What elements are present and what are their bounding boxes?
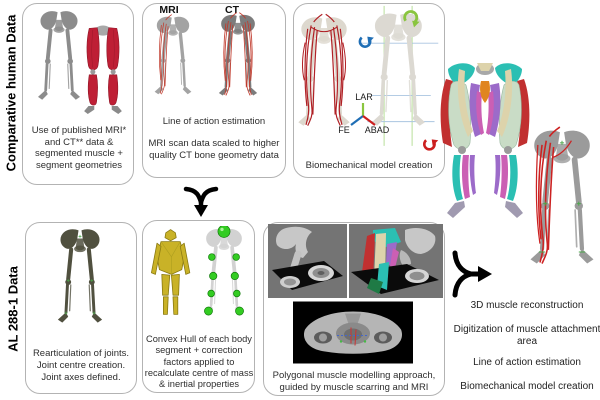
- caption-rearticulation-line2: Joint centre creation.: [36, 359, 126, 371]
- abad-rotation-arrow-icon: [423, 139, 439, 151]
- caption-line-of-action: Line of action estimation: [162, 116, 266, 127]
- ct-skeleton-illustration: [217, 12, 259, 98]
- caption-scan-scaling: MRI scan data scaled to higher quality C…: [148, 138, 280, 161]
- row-label-al288-data: AL 288-1 Data: [5, 266, 21, 352]
- caption-polygonal-modelling: Polygonal muscle modelling approach, gui…: [272, 370, 436, 393]
- lar-rotation-arrow-icon: [403, 10, 420, 28]
- merge-down-arrow-icon: [183, 186, 219, 217]
- label-mri: MRI: [159, 4, 179, 16]
- output-step-line-of-action: Line of action estimation: [473, 357, 581, 368]
- caption-rearticulation: Rearticulation of joints. Joint centre c…: [30, 348, 132, 384]
- caption-rearticulation-line3: Joint axes defined.: [41, 371, 121, 383]
- caption-published-data: Use of published MRI* and CT** data & se…: [31, 125, 127, 171]
- caption-convex-hull: Convex Hull of each body segment + corre…: [144, 334, 254, 390]
- caption-biomechanical-model: Biomechanical model creation: [305, 160, 433, 171]
- merge-right-arrow-icon: [452, 250, 492, 298]
- al288-skeleton-illustration: [52, 226, 108, 344]
- joint-axes-skeleton-illustration: [358, 5, 439, 151]
- convex-hull-body-illustration: [151, 229, 191, 315]
- segmented-muscle-legs-illustration: [83, 25, 123, 115]
- axis-label-lar: LAR: [355, 92, 373, 102]
- pelvis-ct-plane-render: [268, 224, 347, 298]
- muscled-model-legs-illustration: [294, 13, 354, 158]
- panel-scan-scaling: [142, 3, 286, 178]
- output-step-3d-reconstruction: 3D muscle reconstruction: [470, 300, 584, 311]
- centre-of-mass-skeleton-illustration: [201, 226, 247, 317]
- output-step-biomech-model: Biomechanical model creation: [460, 381, 594, 392]
- polygonal-muscle-render: [349, 224, 443, 298]
- 3d-muscle-reconstruction-illustration: [440, 62, 530, 219]
- axis-label-fe: FE: [338, 125, 350, 135]
- joint-axis-triad-icon: [350, 103, 376, 126]
- mri-skeleton-illustration: [152, 14, 194, 96]
- axis-label-abad: ABAD: [364, 125, 390, 135]
- fe-rotation-arrow-icon: [358, 36, 374, 48]
- pelvis-mri-scan: [293, 301, 413, 364]
- output-step-digitization: Digitization of muscle attachment area: [453, 324, 600, 347]
- row-label-comparative-human-data: Comparative human Data: [3, 14, 19, 172]
- line-of-action-skeleton-illustration: [524, 126, 600, 294]
- caption-rearticulation-line1: Rearticulation of joints.: [32, 348, 130, 359]
